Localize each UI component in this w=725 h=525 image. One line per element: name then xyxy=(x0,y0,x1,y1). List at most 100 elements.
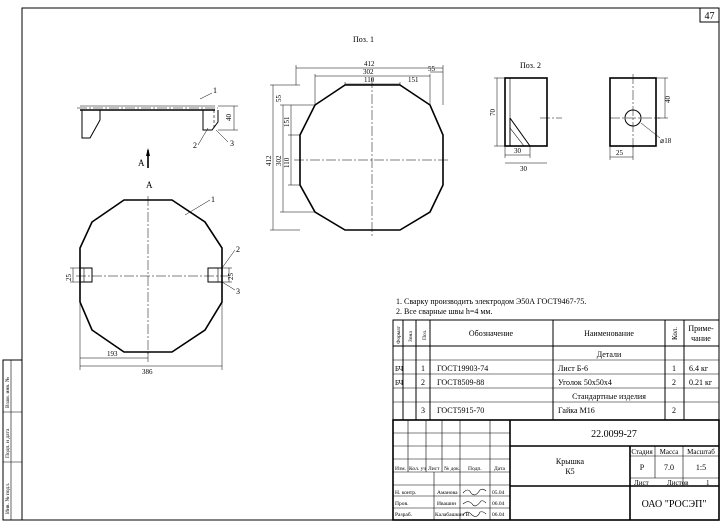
spec-header-note-2: чание xyxy=(691,334,711,343)
pos1-label: Поз. 1 xyxy=(353,35,374,44)
title-col-sign: Подп. xyxy=(468,466,482,472)
spec-header-zone: Зона xyxy=(408,331,414,342)
signer-3-role: Разраб. xyxy=(395,511,413,518)
side-stamp-sign: Подп. и дата xyxy=(5,428,11,458)
note-2: 2. Все сварные швы h=4 мм. xyxy=(396,307,492,316)
signature-1 xyxy=(462,488,487,496)
callout-3-front: 3 xyxy=(230,139,234,148)
signer-1-name: Аманова xyxy=(437,490,458,496)
spec-row-3-designation: ГОСТ5915-70 xyxy=(437,406,484,415)
spec-row-1-designation: ГОСТ19903-74 xyxy=(437,364,488,373)
dim-plan-25-right: 25 xyxy=(227,273,235,281)
sheet-frame xyxy=(21,7,720,521)
dim-pos1-55-corner: 55 xyxy=(428,65,436,73)
spec-row-1-qty: 1 xyxy=(672,364,676,373)
sheets-label: Листов xyxy=(667,479,689,487)
scale-value: 1:5 xyxy=(696,463,706,472)
spec-header-qty: Кол. xyxy=(671,327,679,340)
spec-row-2-designation: ГОСТ8509-88 xyxy=(437,378,484,387)
section-arrow: А А xyxy=(138,148,153,190)
page-number-box xyxy=(699,7,720,23)
spec-row-1-pos: 1 xyxy=(421,364,425,373)
title-col-kolu: Кол. уч xyxy=(409,466,426,472)
section-mark-view: А xyxy=(146,180,153,190)
spec-row-1-note: 6.4 кг xyxy=(689,364,709,373)
title-col-doc: № док. xyxy=(444,466,461,472)
spec-header-note-1: Приме- xyxy=(688,324,714,333)
dim-plan-386: 386 xyxy=(142,368,153,376)
title-col-izm: Изм. xyxy=(395,466,407,472)
dim-front-40: 40 xyxy=(225,114,233,122)
spec-header-name: Наименование xyxy=(584,329,634,338)
title-col-list: Лист xyxy=(428,466,440,472)
signer-1-role: Н. контр. xyxy=(395,490,417,496)
callout-2-front: 2 xyxy=(193,141,197,150)
mass-value: 7.0 xyxy=(664,463,674,472)
spec-row-1-format: БЧ xyxy=(395,365,404,373)
spec-row-2-format: БЧ xyxy=(395,379,404,387)
dim-pos2-hole: ⌀18 xyxy=(660,137,672,145)
dim-pos1-151-top: 151 xyxy=(408,76,419,84)
title-block: Изм. Кол. уч Лист № док. Подп. Дата Н. к… xyxy=(392,419,720,521)
scale-label: Масштаб xyxy=(687,448,715,456)
dim-pos1-55-v: 55 xyxy=(275,95,283,103)
spec-row-2-pos: 2 xyxy=(421,378,425,387)
side-stamp-replace: Взам. инв. № xyxy=(5,377,11,408)
dim-pos2-70: 70 xyxy=(489,109,497,117)
dim-pos2-40: 40 xyxy=(664,96,672,104)
callout-3-plan: 3 xyxy=(236,287,240,296)
signature-2 xyxy=(462,500,487,507)
spec-section-details: Детали xyxy=(597,350,622,359)
drawing-title-1: Крышка xyxy=(556,457,585,466)
dim-plan-25-left: 25 xyxy=(65,274,73,282)
mass-label: Масса xyxy=(660,448,680,456)
spec-table: Формат Зона Поз. Обозначение Наименовани… xyxy=(392,319,720,421)
spec-row-3-qty: 2 xyxy=(672,406,676,415)
dim-pos1-151-v: 151 xyxy=(283,116,291,127)
pos2-view: Поз. 2 70 30 30 ⌀18 40 25 xyxy=(489,61,672,173)
signer-3-name: Калабашкин В. xyxy=(435,511,471,518)
dim-pos1-302: 302 xyxy=(363,68,374,76)
company-name: ОАО "РОСЭП" xyxy=(642,499,707,510)
plan-view: 1 2 3 25 25 193 386 xyxy=(65,195,240,376)
signer-2-name: Ивашин xyxy=(437,501,456,507)
spec-header-format: Формат xyxy=(396,325,402,344)
page-number: 47 xyxy=(705,11,715,22)
spec-section-std: Стандартные изделия xyxy=(572,392,646,401)
drawing-title-2: К5 xyxy=(565,467,574,476)
dim-pos1-110-top: 110 xyxy=(364,76,375,84)
signature-3 xyxy=(462,511,487,517)
pos2-label: Поз. 2 xyxy=(520,61,541,70)
side-stamp-inv: Инв. № подл. xyxy=(5,482,11,514)
signer-2-role: Пров. xyxy=(395,501,409,507)
dim-pos2-25: 25 xyxy=(616,149,624,157)
title-col-date: Дата xyxy=(494,466,506,472)
spec-header-pos: Поз. xyxy=(422,329,428,340)
front-view: 40 1 2 3 xyxy=(77,86,238,150)
section-mark-top: А xyxy=(138,158,145,168)
stage-value: Р xyxy=(640,463,645,472)
sheets-value: 1 xyxy=(706,479,710,487)
dim-pos2-30b: 30 xyxy=(520,165,528,173)
callout-1-front: 1 xyxy=(213,86,217,95)
signer-1-date: 05.04 xyxy=(492,490,505,496)
dim-pos1-412-v: 412 xyxy=(265,155,273,166)
spec-row-2-qty: 2 xyxy=(672,378,676,387)
spec-header-designation: Обозначение xyxy=(469,329,514,338)
drawing-code: 22.0099-27 xyxy=(591,429,637,440)
sheet-label: Лист xyxy=(634,479,649,487)
spec-row-2-name: Уголок 50х50х4 xyxy=(558,378,612,387)
dim-pos1-412: 412 xyxy=(364,60,375,68)
dim-pos2-30a: 30 xyxy=(514,147,522,155)
side-stamp: Взам. инв. № Подп. и дата Инв. № подл. xyxy=(2,359,23,521)
dim-pos1-110-v: 110 xyxy=(283,157,291,168)
spec-row-1-name: Лист Б-6 xyxy=(558,364,588,373)
stage-label: Стадия xyxy=(631,448,653,456)
spec-row-2-note: 0.21 кг xyxy=(689,378,713,387)
signer-2-date: 06.04 xyxy=(492,501,505,507)
callout-2-plan: 2 xyxy=(236,245,240,254)
spec-row-3-pos: 3 xyxy=(421,406,425,415)
signer-3-date: 06.04 xyxy=(492,512,505,518)
note-1: 1. Сварку производить электродом Э50А ГО… xyxy=(396,297,586,306)
